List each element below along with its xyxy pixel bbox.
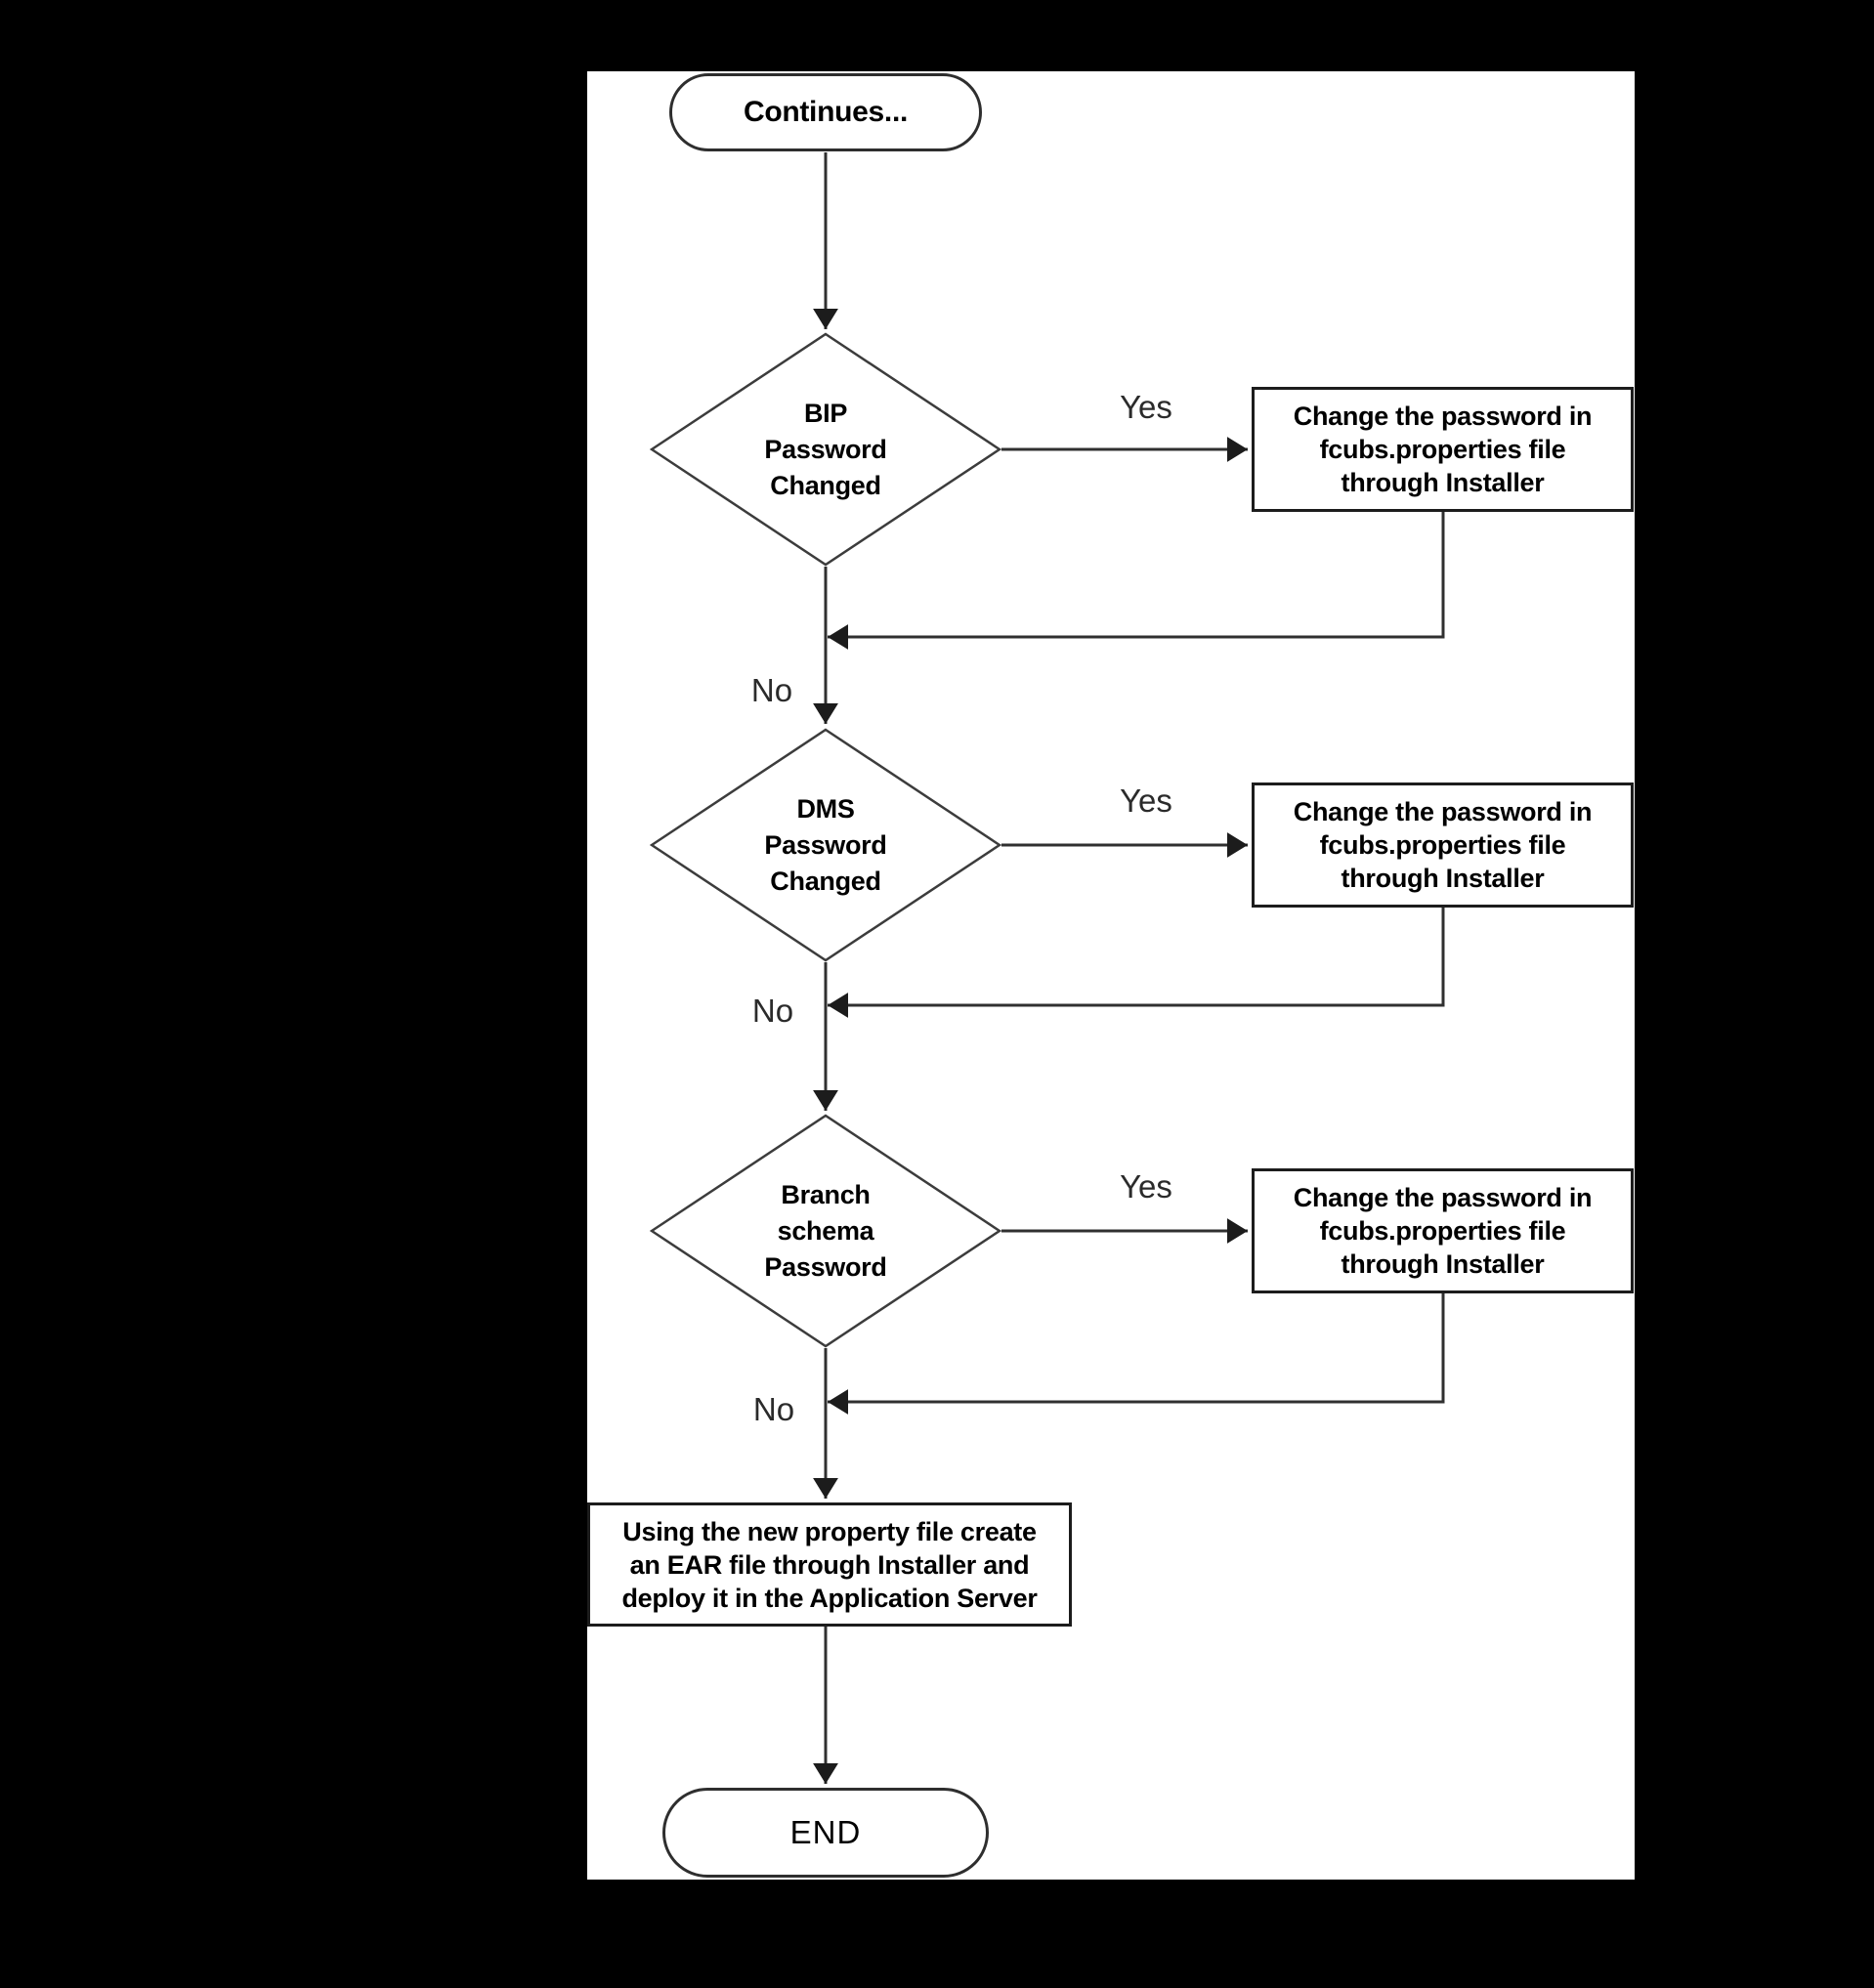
process-change-password-3-label: Change the password in fcubs.properties …: [1293, 1183, 1593, 1279]
process-change-password-3: Change the password in fcubs.properties …: [1252, 1168, 1634, 1293]
process-change-password-1-label: Change the password in fcubs.properties …: [1293, 402, 1593, 497]
flowchart-canvas: Continues... BIP Password Changed Change…: [587, 71, 1635, 1880]
decision-branch-schema: Branch schema Password: [650, 1114, 1001, 1348]
decision-bip-shape: [650, 332, 1001, 567]
edge-label-yes-1: Yes: [1120, 389, 1172, 425]
process-change-password-2-label: Change the password in fcubs.properties …: [1293, 797, 1593, 893]
decision-dms-label: DMS Password Changed: [764, 793, 887, 896]
edge-bip-action-return: [828, 512, 1445, 650]
decision-dms-shape: [650, 728, 1001, 962]
process-change-password-1: Change the password in fcubs.properties …: [1252, 387, 1634, 512]
edge-branch-action-return: [828, 1293, 1445, 1415]
edge-dms-action-return: [828, 908, 1445, 1018]
process-change-password-2: Change the password in fcubs.properties …: [1252, 783, 1634, 908]
process-create-ear-deploy-label: Using the new property file create an EA…: [621, 1516, 1038, 1613]
edge-label-no-2: No: [751, 993, 794, 1029]
decision-dms-password: DMS Password Changed: [650, 728, 1001, 962]
terminator-end-label: END: [789, 1814, 862, 1850]
decision-branch-label: Branch schema Password: [764, 1179, 887, 1282]
edge-label-no-1: No: [750, 672, 793, 708]
edge-label-no-3: No: [752, 1391, 795, 1427]
terminator-continues: Continues...: [669, 73, 982, 151]
edge-label-yes-3: Yes: [1120, 1168, 1172, 1205]
decision-branch-shape: [650, 1114, 1001, 1348]
connectors-layer: [813, 152, 1445, 1784]
terminator-end: END: [662, 1788, 989, 1878]
process-create-ear-deploy: Using the new property file create an EA…: [587, 1502, 1072, 1627]
edge-label-yes-2: Yes: [1120, 783, 1172, 819]
decision-bip-label: BIP Password Changed: [764, 398, 887, 500]
decision-bip-password: BIP Password Changed: [650, 332, 1001, 567]
terminator-continues-label: Continues...: [743, 96, 909, 128]
